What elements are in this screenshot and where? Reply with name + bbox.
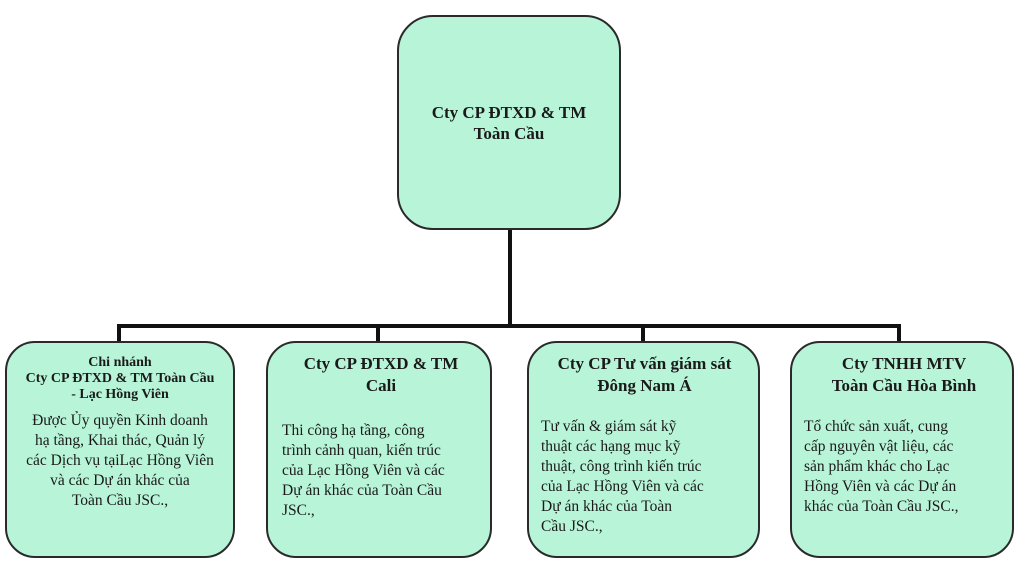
child-node-title: Cty TNHH MTV Toàn Cầu Hòa Bình: [831, 354, 977, 395]
child-node-title: Cty CP Tư vấn giám sát Đông Nam Á: [557, 354, 732, 395]
child-node-dong-nam-a: Cty CP Tư vấn giám sát Đông Nam Á Tư vấn…: [527, 341, 760, 558]
root-node-title: Cty CP ĐTXD & TM Toàn Cầu: [431, 102, 587, 143]
child-node-description: Tổ chức sản xuất, cung cấp nguyên vật li…: [804, 418, 959, 515]
root-node: Cty CP ĐTXD & TM Toàn Cầu: [397, 15, 621, 230]
child-node-hoa-binh: Cty TNHH MTV Toàn Cầu Hòa Bình Tổ chức s…: [790, 341, 1014, 558]
child-node-lac-hong-vien-branch: Chi nhánh Cty CP ĐTXD & TM Toàn Cầu - Lạ…: [5, 341, 235, 558]
child-node-cali: Cty CP ĐTXD & TM Cali Thi công hạ tầng, …: [266, 341, 492, 558]
child-node-title: Cty CP ĐTXD & TM Cali: [303, 354, 459, 395]
child-node-description: Thi công hạ tầng, công trình cảnh quan, …: [282, 422, 445, 519]
child-node-description: Được Ủy quyền Kinh doanh hạ tầng, Khai t…: [26, 412, 214, 509]
child-node-description: Tư vấn & giám sát kỹ thuật các hạng mục …: [541, 418, 704, 535]
child-node-title: Chi nhánh Cty CP ĐTXD & TM Toàn Cầu - Lạ…: [25, 355, 215, 402]
